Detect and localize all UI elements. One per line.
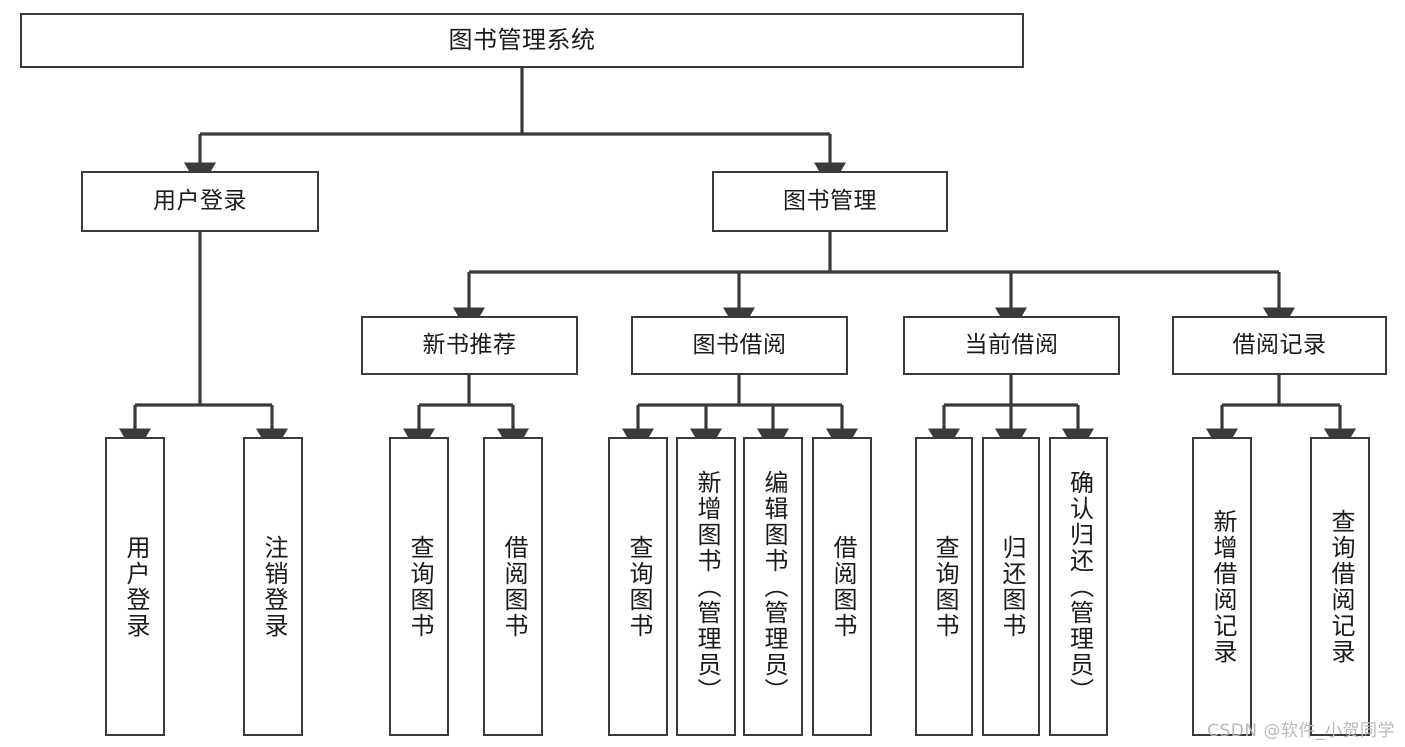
node-new-book-rec[interactable]: 新书推荐	[361, 316, 578, 375]
node-leaf-add-record[interactable]: 新增借阅记录	[1192, 437, 1252, 736]
node-leaf-query-record-label: 查询借阅记录	[1326, 508, 1355, 665]
node-leaf-query-record[interactable]: 查询借阅记录	[1310, 437, 1370, 736]
node-new-book-rec-label: 新书推荐	[422, 332, 517, 359]
node-leaf-edit-book[interactable]: 编辑图书（管理员）	[743, 437, 803, 736]
node-book-borrow[interactable]: 图书借阅	[631, 316, 848, 375]
node-leaf-user-login-label: 用户登录	[121, 534, 150, 639]
node-root[interactable]: 图书管理系统	[20, 13, 1024, 68]
node-leaf-add-book[interactable]: 新增图书（管理员）	[676, 437, 736, 736]
node-leaf-query-book-3[interactable]: 查询图书	[915, 437, 973, 736]
node-leaf-borrow-book-1[interactable]: 借阅图书	[483, 437, 543, 736]
node-current-borrow[interactable]: 当前借阅	[903, 316, 1120, 375]
node-user-login-label: 用户登录	[153, 188, 247, 215]
node-book-manage-label: 图书管理	[783, 188, 877, 215]
node-leaf-return-book[interactable]: 归还图书	[982, 437, 1040, 736]
node-leaf-query-book-1[interactable]: 查询图书	[389, 437, 449, 736]
node-book-manage[interactable]: 图书管理	[712, 171, 948, 232]
node-leaf-confirm-return[interactable]: 确认归还（管理员）	[1049, 437, 1108, 736]
node-leaf-user-login[interactable]: 用户登录	[105, 437, 165, 736]
node-leaf-add-book-label: 新增图书（管理员）	[692, 469, 721, 704]
node-leaf-return-book-label: 归还图书	[997, 534, 1026, 639]
csdn-watermark: CSDN @软件_小贺同学	[1207, 721, 1395, 741]
node-leaf-user-logout-label: 注销登录	[259, 534, 288, 639]
node-root-label: 图书管理系统	[448, 25, 596, 54]
node-borrow-record[interactable]: 借阅记录	[1172, 316, 1387, 375]
node-current-borrow-label: 当前借阅	[964, 332, 1059, 359]
node-leaf-borrow-book-2-label: 借阅图书	[828, 534, 857, 639]
node-borrow-record-label: 借阅记录	[1232, 332, 1327, 359]
node-leaf-user-logout[interactable]: 注销登录	[243, 437, 303, 736]
node-leaf-add-record-label: 新增借阅记录	[1208, 508, 1237, 665]
node-leaf-query-book-1-label: 查询图书	[405, 534, 434, 639]
node-leaf-borrow-book-2[interactable]: 借阅图书	[812, 437, 872, 736]
node-leaf-borrow-book-1-label: 借阅图书	[499, 534, 528, 639]
node-leaf-edit-book-label: 编辑图书（管理员）	[759, 469, 788, 704]
node-leaf-confirm-return-label: 确认归还（管理员）	[1065, 469, 1094, 704]
node-leaf-query-book-3-label: 查询图书	[930, 534, 959, 639]
node-book-borrow-label: 图书借阅	[692, 332, 787, 359]
node-leaf-query-book-2-label: 查询图书	[624, 534, 653, 639]
node-leaf-query-book-2[interactable]: 查询图书	[608, 437, 668, 736]
node-user-login[interactable]: 用户登录	[81, 171, 319, 232]
